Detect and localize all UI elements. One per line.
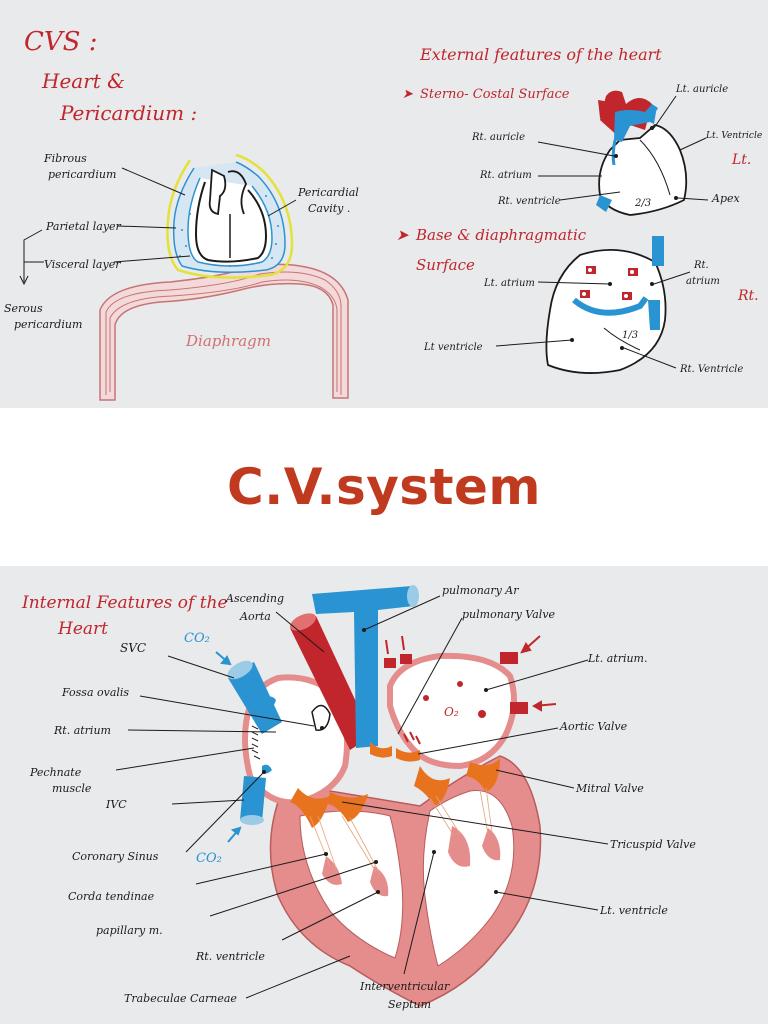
- bullet-marker-1: ➤: [402, 87, 414, 102]
- base-rt-ventricle-label: Rt. Ventricle: [679, 364, 743, 375]
- internal-features-drawing: Internal Features of the Heart: [21, 584, 696, 1011]
- fossa-ovalis-label: Fossa ovalis: [61, 686, 129, 699]
- base-rt-side-label: Rt.: [737, 288, 759, 304]
- heart-pericardium-heading-line1: Heart &: [41, 69, 125, 93]
- sterno-rt-ventricle-label: Rt. ventricle: [497, 196, 561, 207]
- sterno-costal-heading: Sterno- Costal Surface: [420, 87, 570, 102]
- pulmonary-valve-label: pulmonary Valve: [462, 608, 556, 621]
- sterno-two-thirds-label: 2/3: [634, 198, 651, 209]
- tricuspid-valve-label: Tricuspid Valve: [610, 838, 696, 851]
- sterno-lt-auricle-label: Lt. auricle: [675, 84, 728, 95]
- base-diaphragmatic-heading-1: Base & diaphragmatic: [415, 226, 587, 244]
- diaphragm-label: Diaphragm: [185, 332, 271, 350]
- coronary-sinus-label: Coronary Sinus: [72, 850, 159, 863]
- title-band: C.V.system: [0, 408, 768, 566]
- base-rt-atrium-label-1: Rt.: [693, 260, 709, 271]
- fibrous-pericardium-label-1: Fibrous: [43, 152, 87, 165]
- papillary-muscle-label: papillary m.: [96, 924, 163, 937]
- lt-ventricle-label: Lt. ventricle: [599, 904, 668, 917]
- o2-arrows: [385, 635, 557, 712]
- heart-pericardium-heading-line2: Pericardium :: [59, 101, 197, 125]
- visceral-layer-label: Visceral layer: [44, 258, 121, 271]
- pectinate-muscle-label-2: muscle: [52, 782, 92, 795]
- sterno-costal-leader-lines: [537, 95, 709, 201]
- sterno-rt-atrium-label: Rt. atrium: [479, 170, 532, 181]
- sterno-lt-ventricle-label: Lt. Ventricle: [705, 131, 762, 141]
- pectinate-muscle-label-1: Pechnate: [29, 766, 82, 779]
- o2-label: O₂: [444, 705, 459, 719]
- pericardial-cavity-label-2: Cavity .: [308, 202, 350, 215]
- left-leader-lines: [115, 611, 435, 999]
- base-lt-atrium-label: Lt. atrium: [483, 278, 535, 289]
- pericardium-external-features-drawing: CVS : Heart & Pericardium : Diaphragm Fi…: [4, 27, 762, 401]
- cvs-heading: CVS :: [24, 27, 98, 57]
- base-one-third-label: 1/3: [622, 330, 638, 341]
- apex-label: Apex: [711, 192, 740, 205]
- pericardium-leader-lines: [19, 167, 297, 286]
- sterno-lt-side-label: Lt.: [731, 152, 751, 168]
- right-leader-lines: [341, 595, 609, 911]
- rt-ventricle-label: Rt. ventricle: [195, 950, 265, 963]
- ascending-aorta-label-2: Aorta: [239, 610, 271, 623]
- aortic-valve-label: Aortic Valve: [559, 720, 628, 733]
- base-diaphragmatic-heading-2: Surface: [416, 256, 475, 274]
- main-title: C.V.system: [227, 458, 541, 516]
- top-board-panel: CVS : Heart & Pericardium : Diaphragm Fi…: [0, 0, 768, 408]
- internal-features-heading-1: Internal Features of the: [21, 593, 228, 613]
- external-features-heading: External features of the heart: [419, 45, 662, 64]
- pericardial-cavity-label-1: Pericardial: [297, 186, 359, 199]
- trabeculae-carneae-label: Trabeculae Carneae: [124, 992, 237, 1005]
- serous-pericardium-label-1: Serous: [4, 302, 43, 315]
- base-rt-atrium-label-2: atrium: [686, 276, 720, 287]
- base-lt-ventricle-label: Lt ventricle: [423, 342, 483, 353]
- co2-arrows: [215, 651, 242, 843]
- corda-tendinae-label: Corda tendinae: [68, 890, 155, 903]
- rt-atrium-label: Rt. atrium: [53, 724, 111, 737]
- co2-top-label: CO₂: [184, 631, 210, 646]
- serous-pericardium-label-2: pericardium: [14, 318, 82, 331]
- base-leader-lines: [495, 271, 691, 369]
- base-diaphragmatic-heart: [545, 236, 667, 374]
- mitral-valve-label: Mitral Valve: [575, 782, 644, 795]
- co2-bottom-label: CO₂: [196, 851, 222, 866]
- ascending-aorta-label-1: Ascending: [225, 592, 284, 605]
- sterno-costal-heart: [596, 90, 688, 216]
- bullet-marker-2: ➤: [396, 226, 410, 244]
- svc-label: SVC: [120, 641, 146, 655]
- interventricular-septum-label-1: Interventricular: [359, 980, 450, 993]
- diaphragm-shape: [99, 263, 349, 401]
- ivc-label: IVC: [105, 798, 127, 811]
- internal-heart: [227, 585, 542, 1007]
- bottom-board-panel: Internal Features of the Heart: [0, 566, 768, 1024]
- fibrous-pericardium-label-2: pericardium: [48, 168, 116, 181]
- parietal-layer-label: Parietal layer: [45, 220, 122, 233]
- internal-features-heading-2: Heart: [57, 619, 108, 639]
- sterno-rt-auricle-label: Rt. auricle: [471, 132, 525, 143]
- interventricular-septum-label-2: Septum: [388, 998, 431, 1011]
- lt-atrium-label: Lt. atrium.: [587, 652, 648, 665]
- pericardium-sac: [166, 153, 294, 279]
- pulmonary-ar-label: pulmonary Ar: [442, 584, 519, 597]
